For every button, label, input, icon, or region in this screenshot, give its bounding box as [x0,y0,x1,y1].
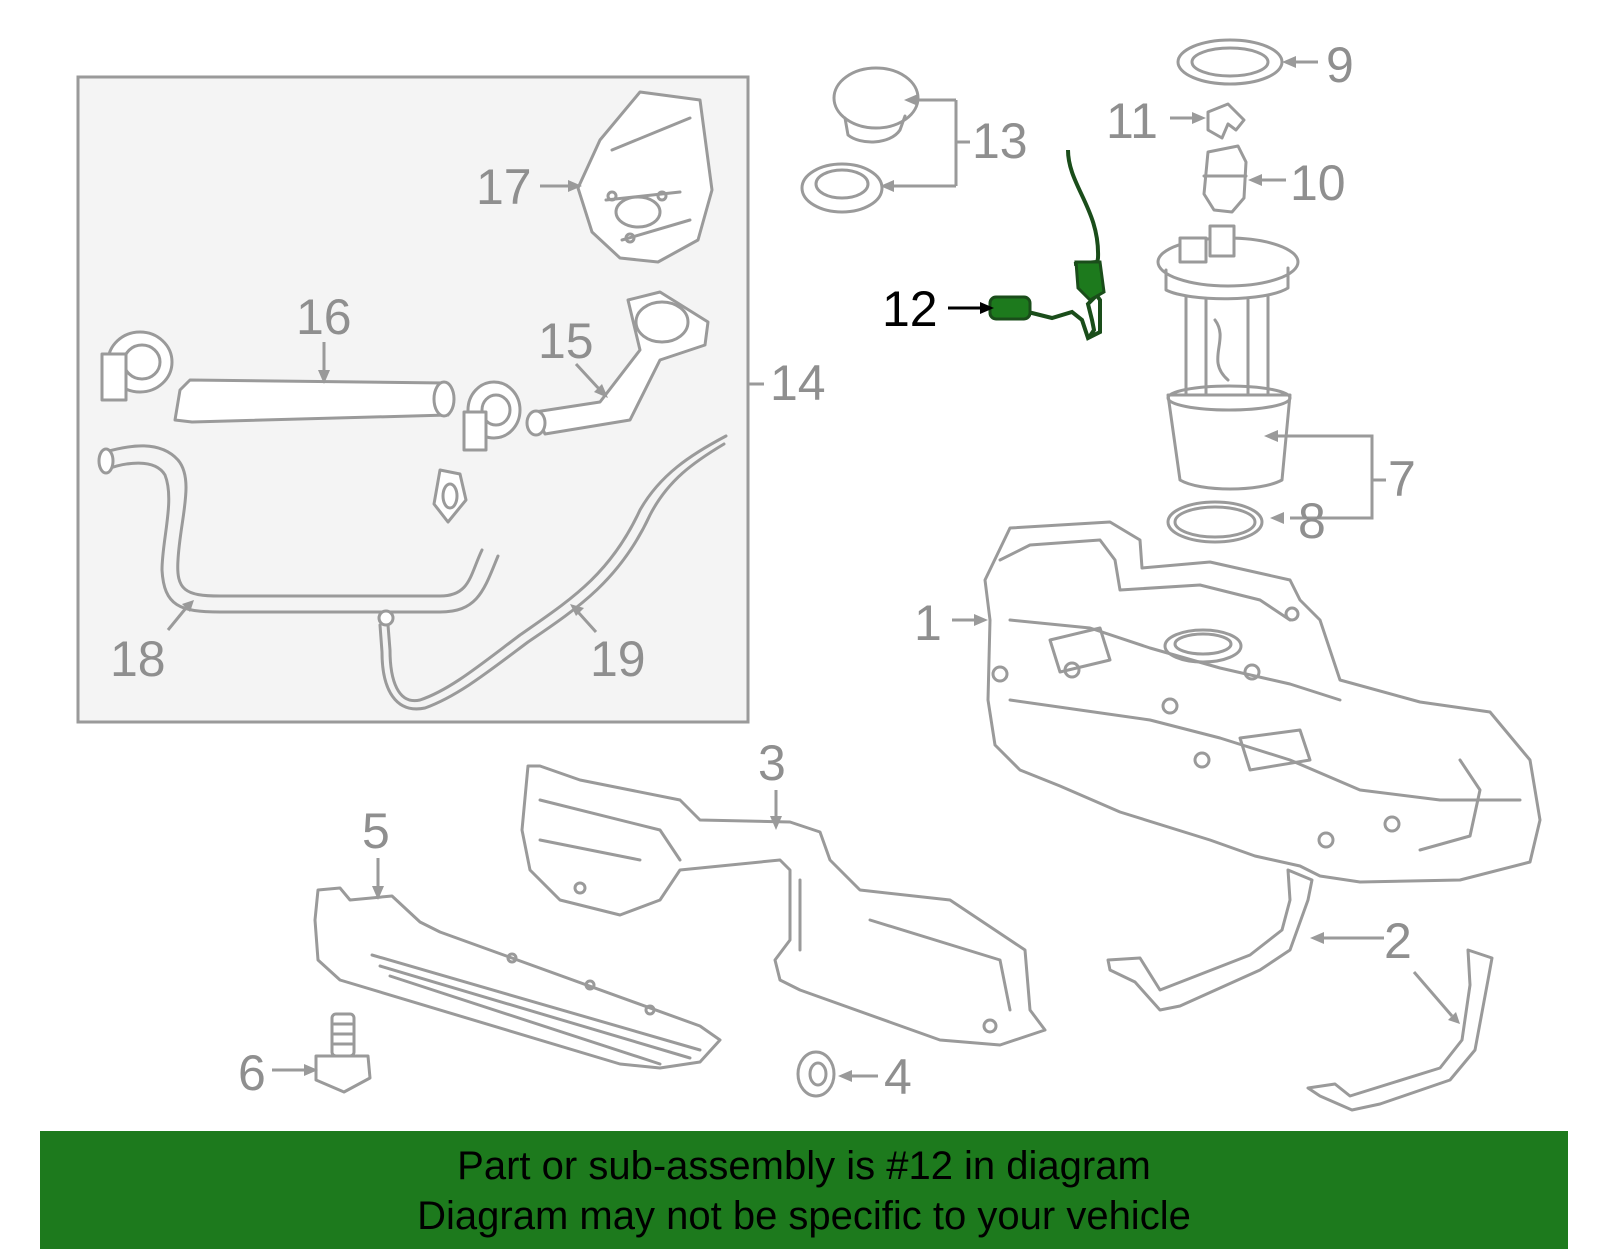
part-10-connector [1202,144,1248,214]
grommet-inset [432,468,468,524]
hose-clamp-middle [462,380,522,452]
callout-10: 10 [1290,155,1346,211]
part-18-vent-hose [97,444,500,614]
part-5-side-skid [313,886,722,1070]
hose-clamp-left [100,330,174,402]
callout-13: 13 [972,113,1028,169]
part-8-seal-ring [1166,500,1264,544]
part-12-sensor-highlighted [988,149,1106,341]
part-2-tank-straps [1106,868,1494,1112]
info-banner: Part or sub-assembly is #12 in diagram D… [40,1131,1568,1249]
callout-5: 5 [362,803,390,859]
callout-19: 19 [590,631,646,687]
banner-line-1: Part or sub-assembly is #12 in diagram [457,1144,1151,1188]
callout-7: 7 [1388,451,1416,507]
part-19-tube [377,434,728,711]
part-6-bolt [314,1012,372,1094]
callout-3: 3 [758,735,786,791]
callout-15: 15 [538,313,594,369]
callout-9: 9 [1326,37,1354,93]
callout-16: 16 [296,289,352,345]
part-7-fuel-pump-module [1156,224,1300,491]
callout-6: 6 [238,1045,266,1101]
callout-8: 8 [1298,493,1326,549]
callout-17: 17 [476,159,532,215]
part-16-filler-hose [173,378,456,424]
callout-2: 2 [1384,913,1412,969]
callout-12: 12 [882,281,938,337]
part-15-filler-pipe [525,290,710,437]
callout-18: 18 [110,631,166,687]
part-13-fuel-cap [800,66,920,214]
part-9-lock-ring [1176,38,1284,86]
part-3-shield [520,764,1047,1047]
banner-line-2: Diagram may not be specific to your vehi… [417,1194,1191,1238]
callout-1: 1 [914,595,942,651]
callout-labels: 17 16 15 14 18 19 13 9 11 10 7 8 12 1 2 … [110,37,1416,1105]
part-11-clip [1206,102,1246,140]
part-17-heat-shield [576,90,714,264]
callout-14: 14 [770,355,826,411]
leader-lines [166,56,1460,1082]
callout-4: 4 [884,1049,912,1105]
part-4-grommet [796,1050,836,1098]
part-1-fuel-tank [983,520,1542,884]
callout-11: 11 [1106,93,1158,149]
